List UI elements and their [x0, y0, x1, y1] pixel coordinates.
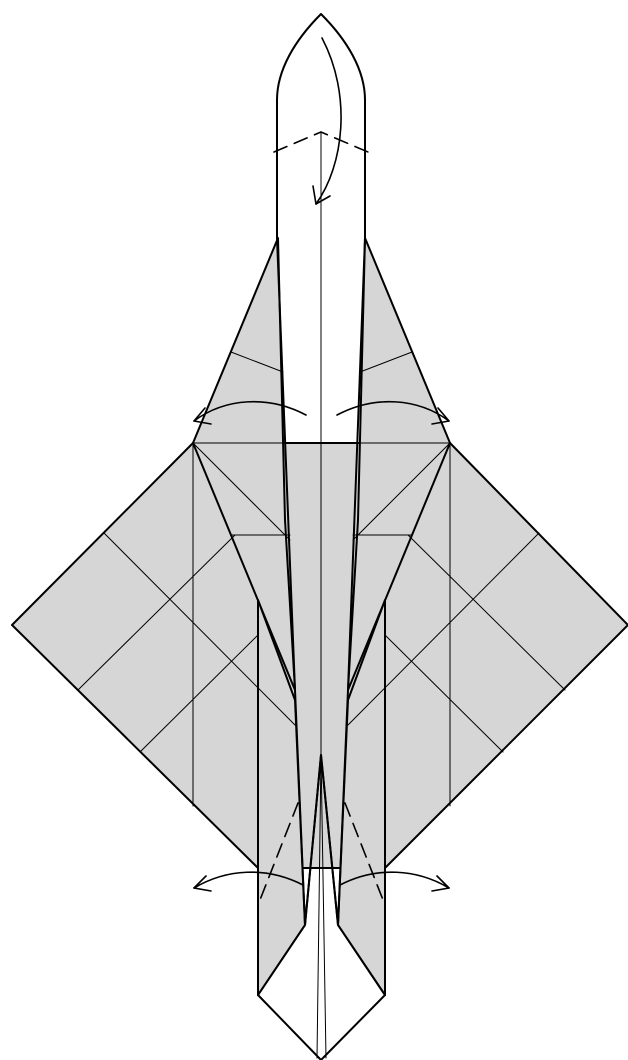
- top-fold-down-arrow-icon: [313, 38, 341, 204]
